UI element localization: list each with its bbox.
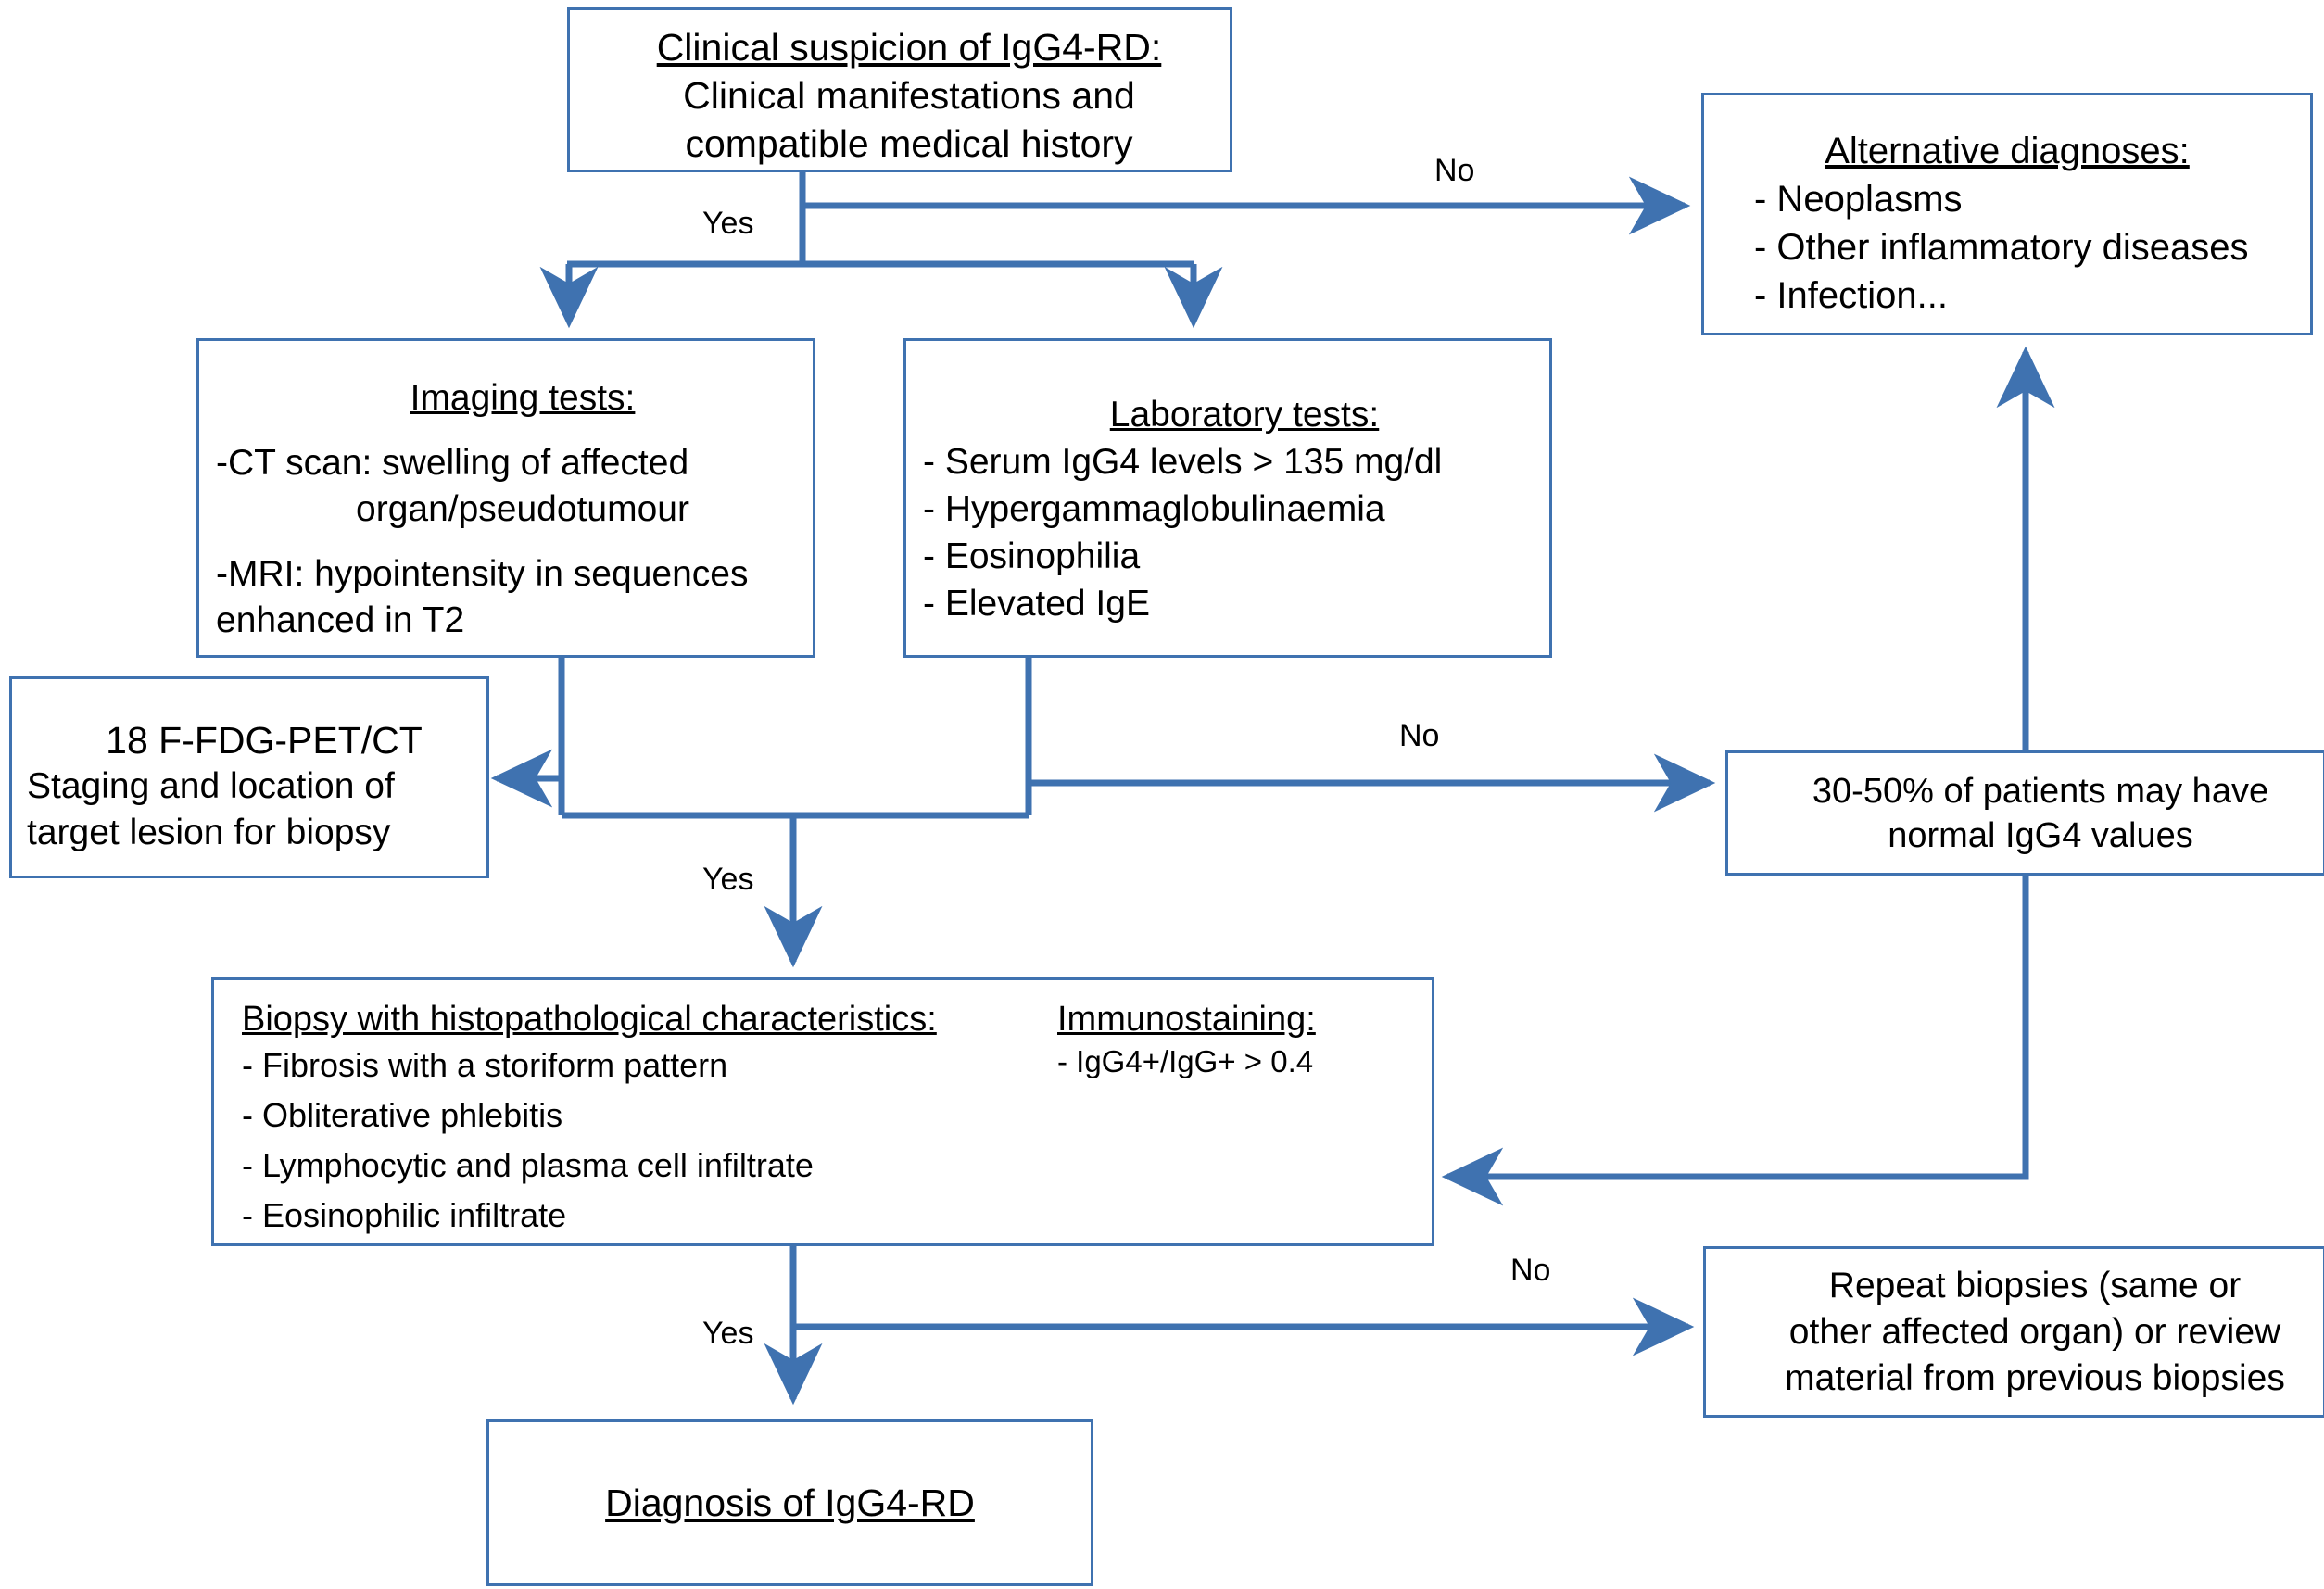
- diagnosis-heading: Diagnosis of IgG4-RD: [605, 1481, 975, 1524]
- pet-ct-line-2: target lesion for biopsy: [27, 813, 391, 852]
- node-laboratory-tests[interactable]: Laboratory tests: - Serum IgG4 levels > …: [903, 338, 1552, 658]
- edge-label-no-bottom: No: [1510, 1253, 1551, 1288]
- clinical-suspicion-heading: Clinical suspicion of IgG4-RD:: [656, 26, 1162, 69]
- immunostaining-item-1: - IgG4+/IgG+ > 0.4: [1057, 1044, 1314, 1078]
- immunostaining-heading: Immunostaining:: [1057, 1000, 1316, 1039]
- biopsy-column-main: Biopsy with histopathological characteri…: [214, 998, 1048, 1241]
- node-repeat-biopsies[interactable]: Repeat biopsies (same or other affected …: [1703, 1246, 2324, 1418]
- imaging-tests-line-3: -MRI: hypointensity in sequences: [216, 553, 749, 594]
- edge-label-yes-bottom: Yes: [702, 1316, 754, 1351]
- laboratory-tests-item-3: - Eosinophilia: [923, 536, 1141, 576]
- biopsy-item-3: - Lymphocytic and plasma cell infiltrate: [242, 1146, 814, 1184]
- biopsy-item-4: - Eosinophilic infiltrate: [242, 1196, 567, 1234]
- imaging-spacer-2: [216, 533, 829, 551]
- alternative-diagnoses-heading: Alternative diagnoses:: [1825, 131, 2190, 171]
- laboratory-tests-item-4: - Elevated IgE: [923, 584, 1150, 624]
- node-diagnosis-igg4rd[interactable]: Diagnosis of IgG4-RD: [486, 1419, 1093, 1586]
- node-imaging-tests[interactable]: Imaging tests: -CT scan: swelling of aff…: [196, 338, 815, 658]
- alternative-diagnoses-item-1: - Neoplasms: [1754, 179, 1963, 220]
- alternative-diagnoses-item-3: - Infection...: [1754, 275, 1948, 316]
- normal-values-line-1: 30-50% of patients may have: [1812, 771, 2269, 811]
- biopsy-item-2: - Obliterative phlebitis: [242, 1096, 563, 1134]
- node-normal-igg4-values[interactable]: 30-50% of patients may have normal IgG4 …: [1725, 750, 2324, 876]
- imaging-tests-line-2: organ/pseudotumour: [356, 488, 689, 529]
- imaging-spacer: [216, 422, 829, 440]
- edge-label-yes-top: Yes: [702, 206, 754, 241]
- normal-values-line-2: normal IgG4 values: [1888, 815, 2193, 855]
- alternative-diagnoses-item-2: - Other inflammatory diseases: [1754, 227, 2249, 268]
- laboratory-tests-item-2: - Hypergammaglobulinaemia: [923, 489, 1385, 529]
- node-fdg-pet-ct[interactable]: 18 F-FDG-PET/CT Staging and location of …: [9, 676, 489, 878]
- biopsy-heading: Biopsy with histopathological characteri…: [242, 1000, 937, 1039]
- imaging-tests-line-4: enhanced in T2: [216, 599, 465, 640]
- laboratory-tests-heading: Laboratory tests:: [1109, 395, 1380, 435]
- clinical-suspicion-line-1: Clinical manifestations and: [683, 74, 1135, 117]
- edge-label-no-top: No: [1434, 153, 1475, 188]
- imaging-tests-heading: Imaging tests:: [410, 377, 636, 418]
- repeat-biopsies-line-1: Repeat biopsies (same or: [1828, 1265, 2242, 1305]
- pet-ct-line-1: Staging and location of: [27, 766, 395, 806]
- biopsy-item-1: - Fibrosis with a storiform pattern: [242, 1046, 728, 1084]
- edge-normal-to-biopsy: [1441, 876, 2029, 1206]
- node-clinical-suspicion[interactable]: Clinical suspicion of IgG4-RD: Clinical …: [567, 7, 1232, 172]
- edge-label-yes-middle: Yes: [702, 862, 754, 897]
- repeat-biopsies-line-3: material from previous biopsies: [1785, 1357, 2285, 1398]
- biopsy-column-immunostaining: Immunostaining: - IgG4+/IgG+ > 0.4: [1048, 998, 1432, 1241]
- repeat-biopsies-line-2: other affected organ) or review: [1788, 1311, 2281, 1352]
- node-biopsy-histopathology[interactable]: Biopsy with histopathological characteri…: [211, 977, 1434, 1246]
- node-alternative-diagnoses[interactable]: Alternative diagnoses: - Neoplasms - Oth…: [1701, 93, 2313, 335]
- clinical-suspicion-line-2: compatible medical history: [685, 122, 1133, 165]
- edge-label-no-middle: No: [1399, 718, 1440, 753]
- laboratory-tests-item-1: - Serum IgG4 levels > 135 mg/dl: [923, 442, 1443, 482]
- imaging-tests-line-1: -CT scan: swelling of affected: [216, 442, 689, 483]
- pet-ct-heading: 18 F-FDG-PET/CT: [106, 719, 423, 762]
